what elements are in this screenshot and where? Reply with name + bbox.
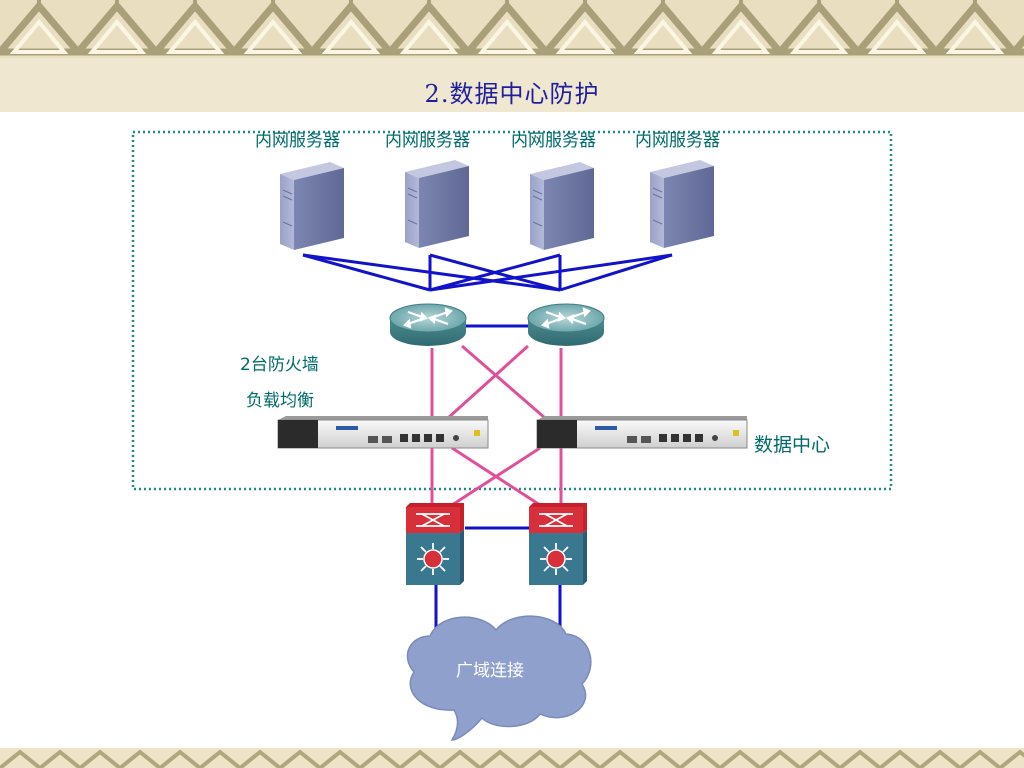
datacenter-label: 数据中心 xyxy=(754,434,831,456)
wan-cloud-label: 广域连接 xyxy=(456,661,524,681)
server-4 xyxy=(650,160,714,248)
datacenter-boundary xyxy=(131,130,893,491)
switch-left xyxy=(406,503,464,585)
router-right xyxy=(527,303,605,346)
server-1 xyxy=(280,162,344,250)
header-banner xyxy=(0,0,1024,112)
server-label-3: 内网服务器 xyxy=(511,131,596,151)
firewall-count-label: 2台防火墙 xyxy=(240,355,319,375)
server-label-2: 内网服务器 xyxy=(385,131,470,151)
server-router-links xyxy=(302,253,673,328)
load-balance-label: 负载均衡 xyxy=(246,391,314,411)
router-left xyxy=(389,303,467,346)
banner-pattern xyxy=(0,0,1024,58)
server-label-1: 内网服务器 xyxy=(255,131,340,151)
server-label-4: 内网服务器 xyxy=(635,131,720,151)
server-2 xyxy=(405,160,469,248)
footer-border xyxy=(0,748,1024,768)
router-firewall-links xyxy=(430,344,563,420)
firewall-switch-links xyxy=(430,446,563,507)
firewall-left xyxy=(277,416,489,449)
wan-cloud-shape xyxy=(406,615,592,741)
server-3 xyxy=(530,162,594,250)
slide-title: 2.数据中心防护 xyxy=(424,80,600,108)
firewall-right xyxy=(536,416,748,449)
switch-right xyxy=(529,503,587,585)
